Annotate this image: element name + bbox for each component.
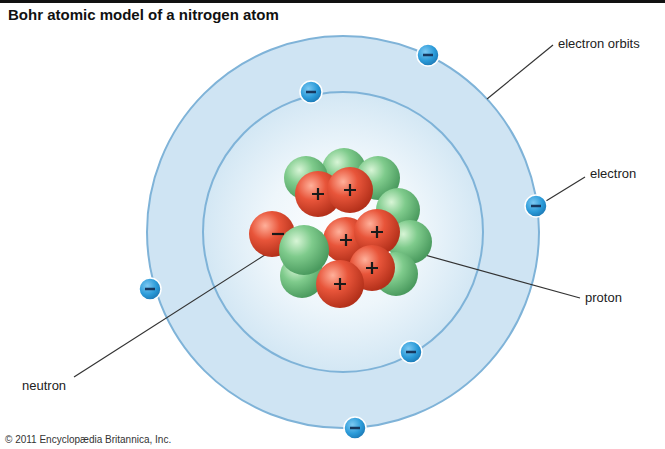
minus-sign	[145, 288, 155, 291]
diagram-title: Bohr atomic model of a nitrogen atom	[8, 6, 279, 23]
plus-sign	[272, 233, 284, 235]
electron-dot	[139, 278, 161, 300]
electron-dot	[300, 81, 322, 103]
minus-sign	[306, 91, 316, 94]
part-label: electron	[590, 166, 636, 181]
neutron-sphere	[279, 225, 329, 275]
electron-dot	[344, 417, 366, 439]
plus-sign	[340, 234, 352, 246]
electron-dot	[400, 341, 422, 363]
leader-line	[546, 177, 585, 201]
minus-sign	[350, 427, 360, 430]
nucleus	[249, 148, 432, 308]
plus-sign	[334, 278, 346, 290]
electron-dot	[417, 44, 439, 66]
leader-line	[74, 244, 282, 377]
proton-sphere	[327, 167, 373, 213]
inner-orbit	[203, 92, 483, 372]
part-label: electron orbits	[558, 36, 640, 51]
leader-line	[487, 45, 553, 99]
proton-sphere	[316, 260, 364, 308]
plus-sign	[344, 184, 356, 196]
top-rule	[0, 0, 665, 3]
plus-sign	[366, 262, 378, 274]
electron-dot	[525, 195, 547, 217]
copyright-note: © 2011 Encyclopædia Britannica, Inc.	[5, 434, 171, 445]
part-label: neutron	[22, 378, 66, 393]
electrons	[139, 44, 547, 439]
minus-sign	[406, 351, 416, 354]
part-label: proton	[585, 290, 622, 305]
minus-sign	[531, 205, 541, 208]
plus-sign	[312, 188, 324, 200]
plus-sign	[371, 226, 383, 238]
minus-sign	[423, 54, 433, 57]
outer-orbit	[147, 36, 539, 428]
